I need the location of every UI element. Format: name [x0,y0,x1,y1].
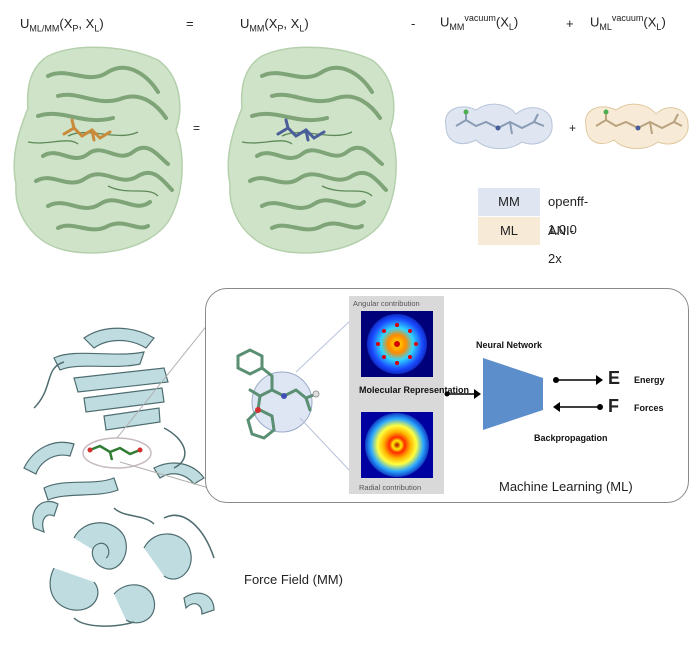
equation-equals-sign: = [186,16,194,31]
angular-contribution-label: Angular contribution [353,299,420,308]
equation-term-ml-vacuum: UMLvacuum(XL) [590,13,666,32]
equation-minus-sign: - [411,16,416,31]
force-field-caption: Force Field (MM) [244,572,343,587]
legend-label-ml: ANI-2x [548,223,574,266]
machine-learning-caption: Machine Learning (ML) [499,479,633,494]
neural-network-shape [483,358,543,430]
energy-label: Energy [634,375,665,385]
ligand-vacuum-mm-image [444,103,553,149]
equation-lhs: UML/MM(XP, XL) [20,16,104,34]
ligand-vacuum-ml-image [584,103,689,149]
radial-heatmap-image [361,412,433,478]
energy-letter: E [608,368,621,388]
protein-cartoon-mm-image [23,327,215,627]
ligand-probe-image [236,348,320,440]
legend-label-mm: openff-1.0.0 [548,194,589,237]
radial-contribution-label: Radial contribution [359,483,422,492]
equation-plus-sign: + [566,16,574,31]
protein-complex-mlmm-image [13,46,183,254]
forces-label: Forces [634,403,664,413]
legend-swatch-mm: MM [478,188,540,216]
legend-swatch-ml: ML [478,217,540,245]
backpropagation-label: Backpropagation [534,433,608,443]
molecular-representation-label-line: Molecular Representation [359,385,470,395]
equation-term-mm: UMM(XP, XL) [240,16,309,34]
inline-plus-sign: + [569,121,577,135]
neural-network-label: Neural Network [476,340,543,350]
forces-arrow [553,402,603,412]
forces-letter: F [608,396,619,416]
energy-arrow [553,375,603,385]
protein-complex-mm-image [227,46,397,254]
representation-to-network-arrow [444,389,481,399]
inline-equals-sign: = [193,121,201,135]
equation-term-mm-vacuum: UMMvacuum(XL) [440,13,519,32]
angular-heatmap-image [361,311,433,377]
